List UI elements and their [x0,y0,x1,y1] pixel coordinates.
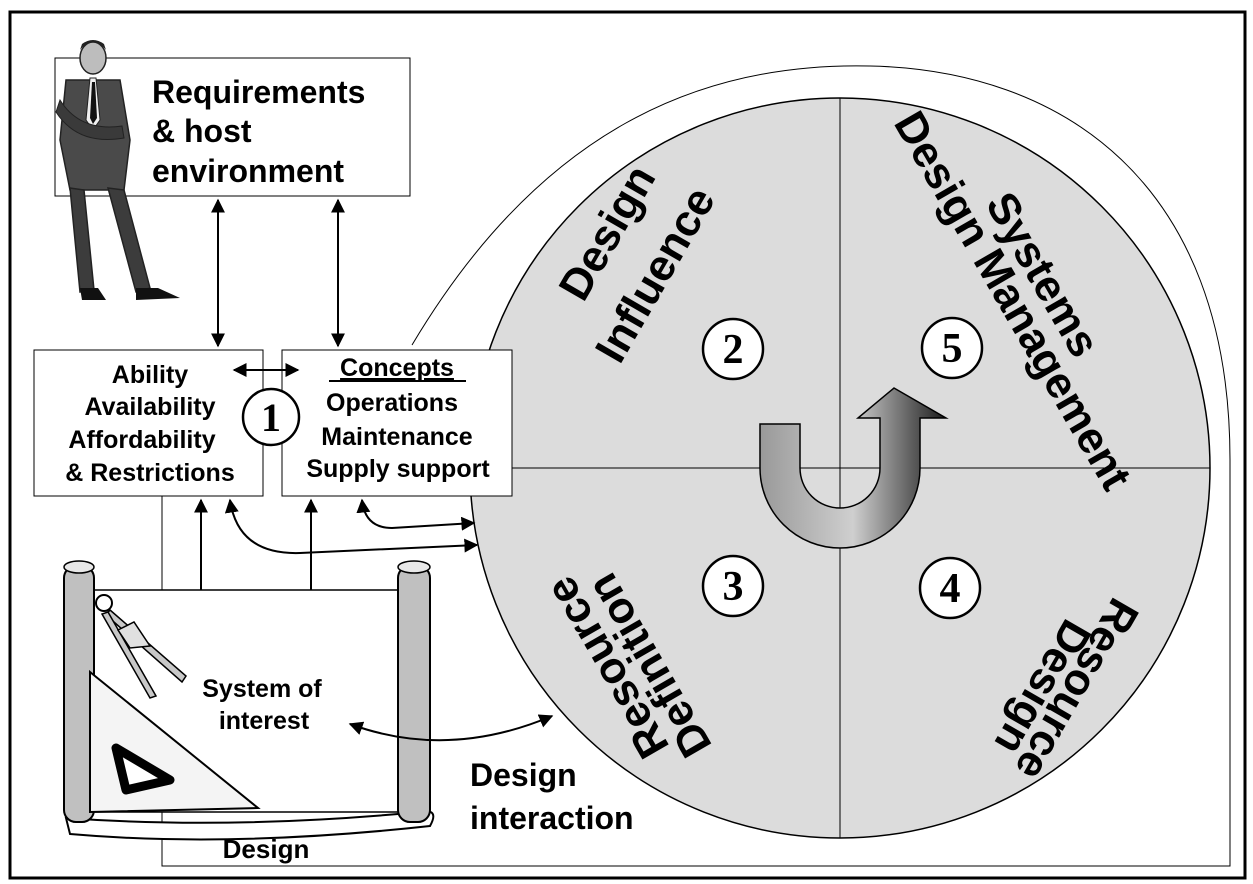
concepts-line3: Supply support [306,455,490,483]
arrow-ability-circle [224,498,479,555]
svg-text:3: 3 [723,564,744,610]
set-square-icon [89,669,261,814]
svg-text:1: 1 [261,395,281,440]
svg-text:5: 5 [942,326,963,372]
step-number-3: 3 [701,554,765,618]
step-number-1: 1 [241,387,301,447]
requirements-line3: environment [152,153,344,189]
ability-line2: Availability [84,393,215,421]
outer-frame [8,10,1247,880]
ability-line4: & Restrictions [65,459,234,487]
design-interaction-line2: interaction [470,800,634,836]
background-outline [161,65,1231,867]
arrow-concepts-circle [356,498,476,531]
concepts-line2: Maintenance [321,423,473,451]
ability-line3: Affordability [68,426,215,454]
businessman-figure [55,40,180,300]
requirements-line1: Requirements [152,74,365,110]
svg-text:2: 2 [723,327,744,373]
requirements-line2: & host [152,113,252,149]
system-of-interest-line1: System of [202,675,322,703]
cycle-u-arrow [759,387,949,549]
svg-text:4: 4 [940,566,961,612]
step-number-4: 4 [918,556,982,620]
concepts-heading: Concepts [340,354,454,382]
concepts-box [281,349,513,497]
concepts-line1: Operations [326,389,458,417]
design-label: Design [223,834,310,864]
step-number-5: 5 [920,316,984,380]
step-number-2: 2 [701,317,765,381]
design-drawing-sheet [63,560,435,841]
ability-line1: Ability [112,361,188,389]
arrow-design-interaction [348,714,554,742]
compass-icon [95,594,187,699]
system-of-interest-line2: interest [219,707,310,735]
design-interaction-line1: Design [470,757,577,793]
